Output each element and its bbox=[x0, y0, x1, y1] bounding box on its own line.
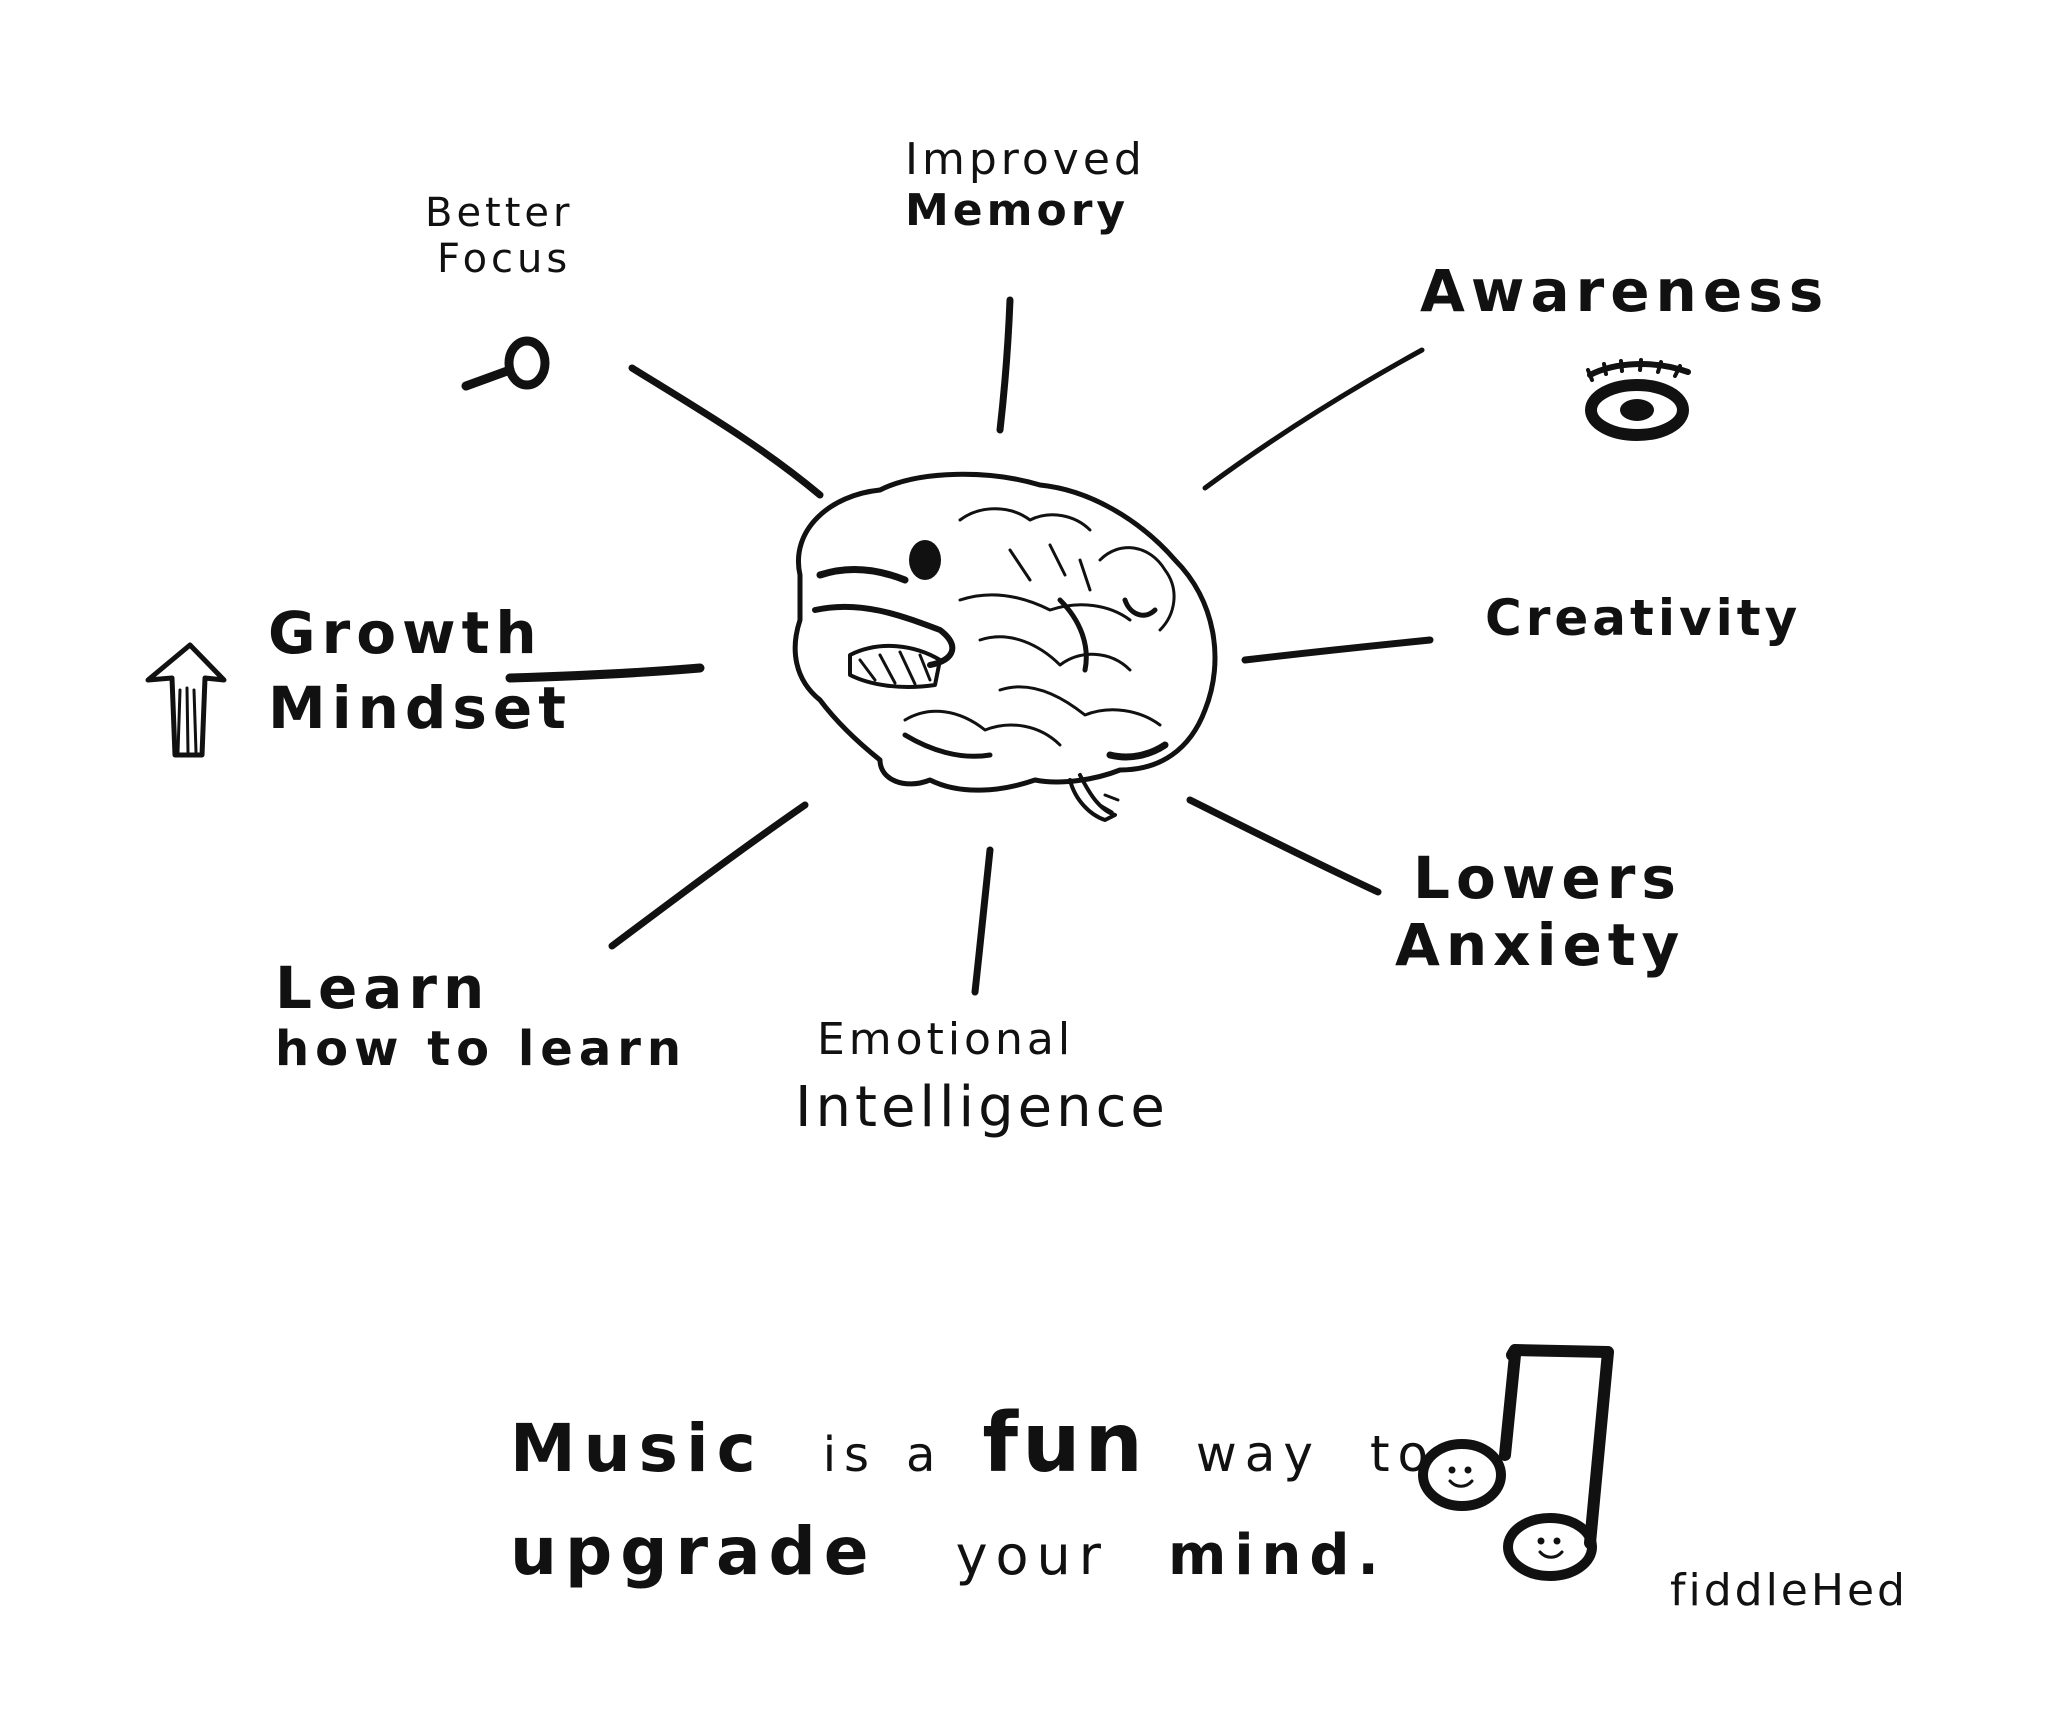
caption-word-to: to bbox=[1369, 1425, 1437, 1483]
label-awareness-line1: Awareness bbox=[1420, 257, 1830, 325]
label-emotional-intelligence-line2: Intelligence bbox=[795, 1074, 1169, 1140]
label-creativity: Creativity bbox=[1485, 589, 1802, 648]
label-better-focus-line1: Better bbox=[425, 190, 574, 236]
magnifying-glass-icon bbox=[461, 336, 550, 391]
label-lowers-anxiety-line1: Lowers bbox=[1413, 844, 1682, 912]
connector-lowers-anxiety bbox=[1186, 796, 1382, 896]
caption-word-mind: mind. bbox=[1167, 1522, 1387, 1588]
caption-word-fun: fun bbox=[982, 1396, 1147, 1491]
caption-word-a: a bbox=[906, 1427, 944, 1483]
caption-word-way: way bbox=[1195, 1425, 1321, 1483]
label-lowers-anxiety: Lowers Anxiety bbox=[1395, 845, 1685, 978]
label-improved-memory-line2: Memory bbox=[905, 184, 1130, 236]
caption-line2: upgrade your mind. bbox=[510, 1504, 1436, 1600]
music-note-icon bbox=[1418, 1344, 1614, 1581]
connector-awareness bbox=[1202, 347, 1425, 491]
caption-word-is: is bbox=[822, 1427, 878, 1483]
caption-line1: Music is a fun way to bbox=[510, 1385, 1436, 1504]
label-learn-line1: Learn bbox=[275, 954, 491, 1022]
caption-word-music: Music bbox=[510, 1410, 764, 1487]
connector-emotional-intelligence bbox=[971, 846, 994, 996]
label-growth-mindset-line1: Growth bbox=[268, 599, 543, 667]
caption: Music is a fun way to upgrade your mind. bbox=[510, 1385, 1436, 1600]
label-awareness: Awareness bbox=[1420, 258, 1829, 325]
connector-growth-mindset bbox=[505, 663, 705, 683]
signature: fiddleHed bbox=[1670, 1565, 1908, 1616]
label-lowers-anxiety-line2: Anxiety bbox=[1395, 910, 1686, 979]
label-learn: Learn how to learn bbox=[275, 955, 687, 1077]
label-growth-mindset: Growth Mindset bbox=[268, 600, 572, 741]
label-learn-line2: how to learn bbox=[275, 1020, 688, 1077]
label-better-focus-line2: Focus bbox=[437, 236, 572, 282]
connector-creativity bbox=[1241, 636, 1434, 664]
connector-learn bbox=[608, 801, 809, 950]
label-emotional-intelligence-line1: Emotional bbox=[817, 1014, 1075, 1065]
caption-word-upgrade: upgrade bbox=[510, 1512, 877, 1590]
brain-icon bbox=[792, 471, 1218, 822]
label-improved-memory: Improved Memory bbox=[905, 134, 1146, 236]
connector-improved-memory bbox=[996, 296, 1014, 434]
connectors bbox=[505, 296, 1434, 996]
eye-icon bbox=[1585, 358, 1691, 441]
label-better-focus: Better Focus bbox=[425, 190, 573, 282]
label-emotional-intelligence: Emotional Intelligence bbox=[795, 1014, 1169, 1140]
caption-word-your: your bbox=[955, 1523, 1109, 1587]
label-improved-memory-line1: Improved bbox=[905, 134, 1146, 185]
up-arrow-icon bbox=[145, 642, 227, 758]
label-growth-mindset-line2: Mindset bbox=[268, 673, 572, 742]
connector-better-focus bbox=[628, 364, 824, 499]
label-creativity-line1: Creativity bbox=[1485, 589, 1802, 647]
